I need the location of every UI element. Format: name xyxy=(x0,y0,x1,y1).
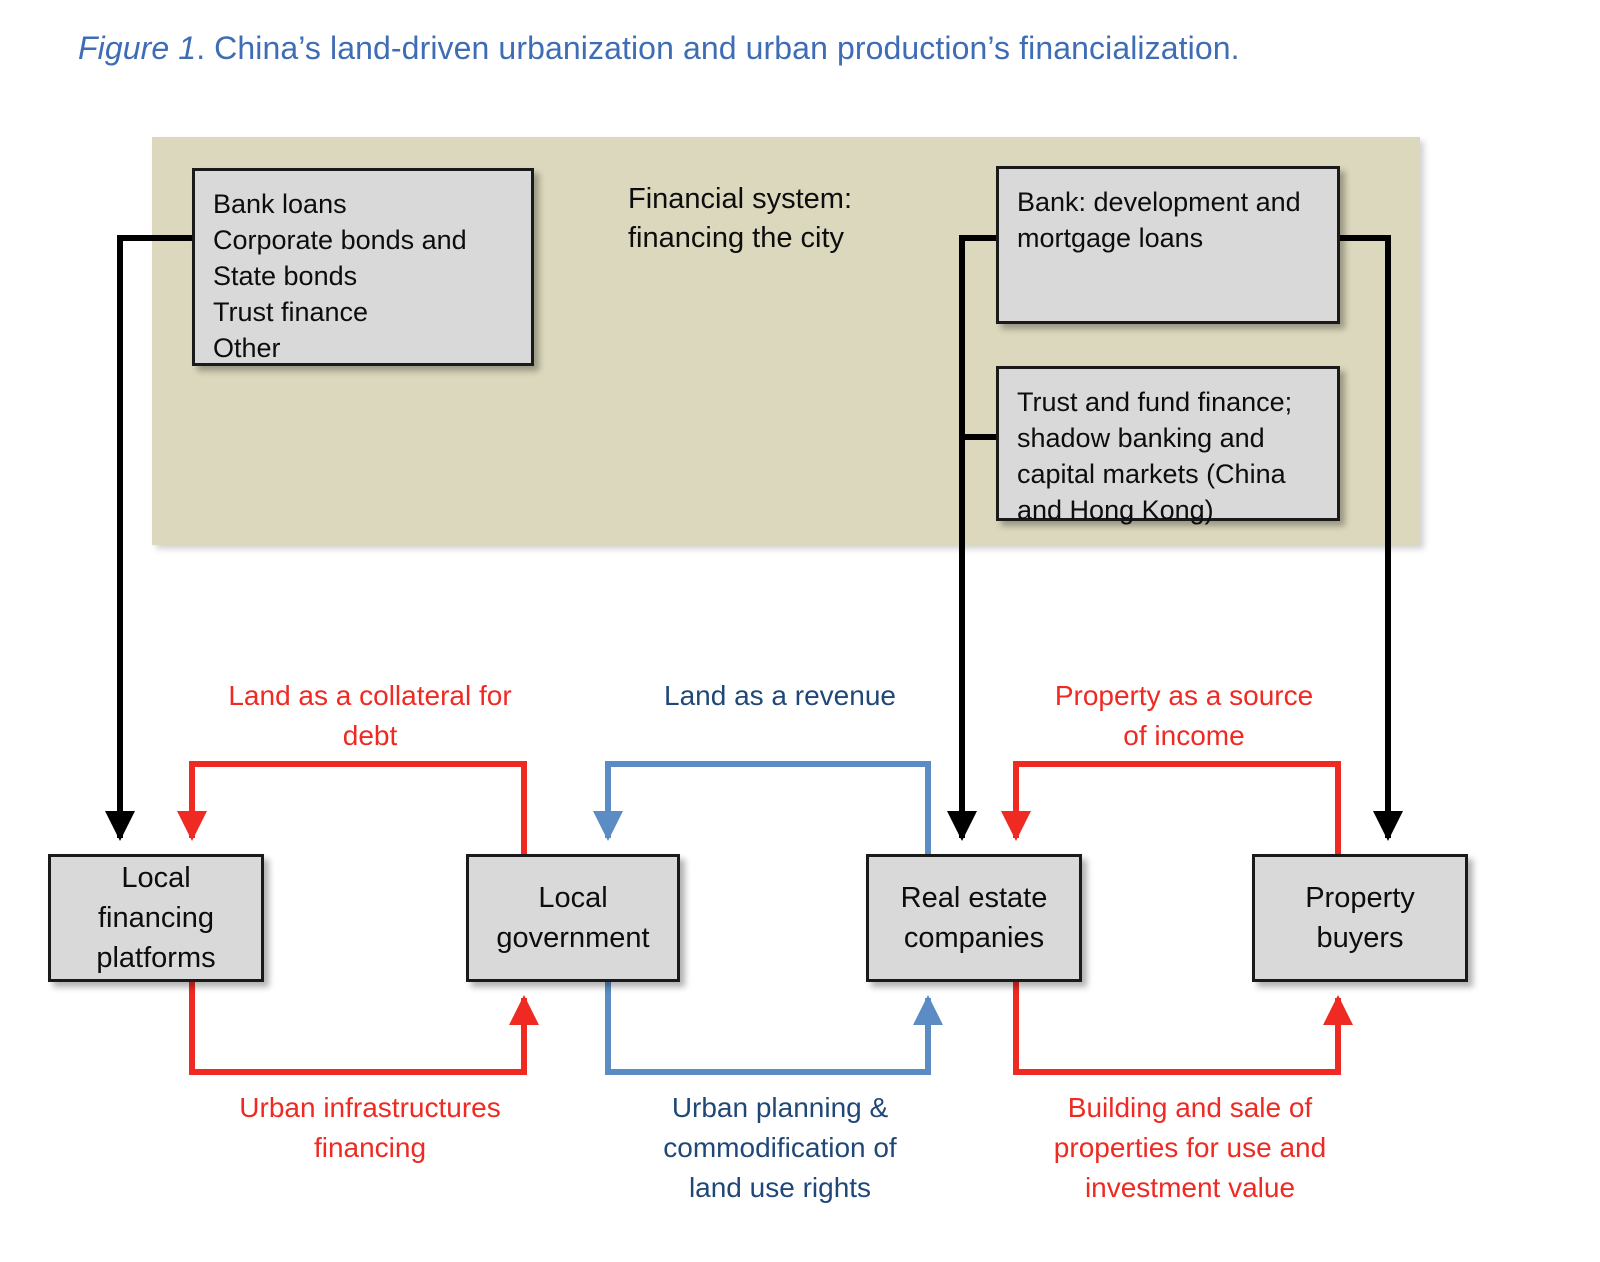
actor-line: platforms xyxy=(96,942,216,974)
trust-box-line4: and Hong Kong) xyxy=(1017,494,1214,525)
actor-line: buyers xyxy=(1316,922,1404,954)
financial-system-label: Financial system: financing the city xyxy=(628,180,968,258)
actor-line: Local xyxy=(538,881,608,914)
connector-land-as-revenue xyxy=(593,761,931,854)
trust-box-line2: shadow banking and xyxy=(1017,422,1265,453)
box-bank-development-mortgage-loans[interactable]: Bank: development and mortgage loans xyxy=(996,166,1340,324)
edge-label-line2: properties for use and xyxy=(1053,1131,1327,1163)
funding-source-item: State bonds xyxy=(213,260,358,291)
figure-title: Figure 1. China’s land-driven urbanizati… xyxy=(78,30,1240,67)
bank-box-line2: mortgage loans xyxy=(1017,222,1204,253)
edge-label-urban-infrastructures-financing: Urban infrastructures financing xyxy=(168,1088,572,1168)
edge-label-line1: Property as a source xyxy=(1054,680,1314,711)
box-trust-fund-shadow-banking[interactable]: Trust and fund finance; shadow banking a… xyxy=(996,366,1340,525)
connector-urban-infrastructures-financing xyxy=(189,982,539,1075)
actor-line: financing xyxy=(97,901,215,934)
funding-source-item: Bank loans xyxy=(213,189,347,219)
funding-source-item: Corporate bonds and xyxy=(213,224,467,255)
box-real-estate-companies[interactable]: Real estate companies xyxy=(866,854,1082,982)
edge-label-urban-planning-commodification: Urban planning & commodification of land… xyxy=(600,1088,960,1207)
actor-line: Property xyxy=(1305,881,1415,914)
box-funding-sources[interactable]: Bank loans Corporate bonds and State bon… xyxy=(192,168,534,366)
figure-caption: . China’s land-driven urbanization and u… xyxy=(196,30,1240,66)
connector-bank-to-real-estate-companies xyxy=(947,235,996,841)
edge-label-building-and-sale: Building and sale of properties for use … xyxy=(1000,1088,1380,1207)
financial-system-label-line2: financing the city xyxy=(628,222,845,255)
edge-label-line3: investment value xyxy=(1084,1171,1296,1203)
edge-label-line1: Urban infrastructures xyxy=(239,1092,501,1123)
box-local-financing-platforms[interactable]: Local financing platforms xyxy=(48,854,264,982)
actor-line: Local xyxy=(121,861,191,894)
connector-sources-to-local-financing-platforms xyxy=(105,235,192,841)
edge-label-line1: Land as a revenue xyxy=(664,680,896,711)
figure-number: Figure 1 xyxy=(78,30,197,66)
edge-label-line1: Land as a collateral for xyxy=(228,680,512,711)
trust-box-line1: Trust and fund finance; xyxy=(1017,387,1293,417)
connector-bank-to-property-buyers xyxy=(1340,235,1403,841)
connector-urban-planning-commodification xyxy=(605,982,943,1075)
bank-box-line1: Bank: development and xyxy=(1017,187,1301,217)
edge-label-property-as-source-of-income: Property as a source of income xyxy=(1008,676,1360,756)
edge-label-line2: of income xyxy=(1123,719,1245,751)
actor-line: government xyxy=(496,922,650,954)
financial-system-label-line1: Financial system: xyxy=(628,183,853,215)
connector-property-as-source-of-income xyxy=(1001,761,1341,854)
box-local-government[interactable]: Local government xyxy=(466,854,680,982)
connector-land-as-collateral xyxy=(177,761,527,854)
funding-source-item: Trust finance xyxy=(213,296,369,327)
actor-line: Real estate xyxy=(900,881,1048,914)
connector-building-and-sale xyxy=(1013,982,1353,1075)
funding-source-item: Other xyxy=(213,332,281,363)
edge-label-line1: Urban planning & xyxy=(671,1092,889,1123)
edge-label-land-as-revenue: Land as a revenue xyxy=(608,676,952,716)
edge-label-land-as-collateral: Land as a collateral for debt xyxy=(170,676,570,756)
edge-label-line3: land use rights xyxy=(688,1171,872,1203)
edge-label-line1: Building and sale of xyxy=(1067,1092,1313,1123)
actor-line: companies xyxy=(903,922,1045,954)
edge-label-line2: commodification of xyxy=(663,1131,897,1163)
edge-label-line2: debt xyxy=(342,719,398,751)
box-property-buyers[interactable]: Property buyers xyxy=(1252,854,1468,982)
trust-box-line3: capital markets (China xyxy=(1017,458,1286,489)
edge-label-line2: financing xyxy=(313,1131,427,1163)
